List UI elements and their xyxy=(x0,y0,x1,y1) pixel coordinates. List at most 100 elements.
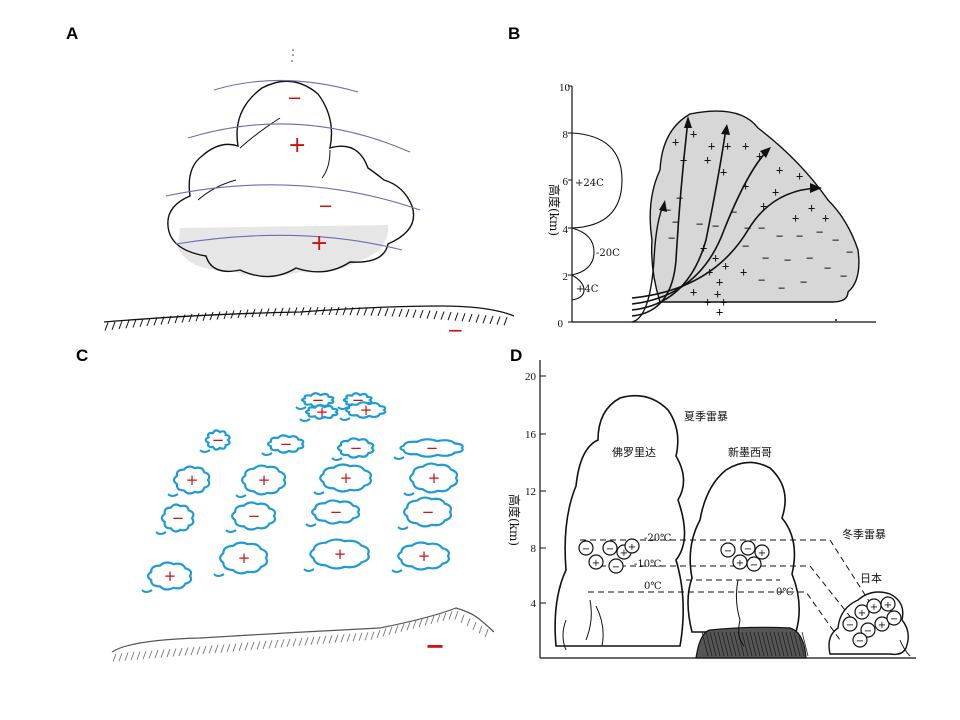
charge-blob xyxy=(880,596,896,612)
panel-b-temp-label: +24C xyxy=(575,178,604,189)
panel-d-lightning xyxy=(899,639,911,657)
plus-mark: + xyxy=(796,169,803,183)
small-cloud-charge: − xyxy=(422,503,435,521)
small-cloud-charge: + xyxy=(418,547,431,565)
panel-b-temp-label: -20C xyxy=(596,248,620,259)
ground-hatch-mark xyxy=(196,646,201,655)
minus-mark: − xyxy=(824,261,831,275)
ground-hatch-mark xyxy=(316,636,321,645)
ground-hatch-mark xyxy=(503,317,508,326)
ground-hatch-mark xyxy=(398,308,403,318)
charge-blob-sign: − xyxy=(612,562,620,573)
panel-b-arrowhead xyxy=(810,183,822,193)
plus-mark: + xyxy=(712,251,719,265)
ground-hatch-mark xyxy=(202,645,207,655)
ground-hatch-mark xyxy=(482,315,487,324)
panel-b-y-tick: 6 xyxy=(563,176,569,188)
small-cloud-tail xyxy=(225,529,237,533)
charge-blob xyxy=(852,632,868,648)
ground-hatch-mark xyxy=(358,632,363,641)
ground-hatch-mark xyxy=(226,643,231,653)
small-cloud xyxy=(409,462,459,494)
small-cloud xyxy=(319,463,372,493)
mountain-hatch-mark xyxy=(745,631,753,657)
panel-b-airflow-arrow xyxy=(631,119,689,317)
ground-hatch-mark xyxy=(178,647,183,657)
ground-hatch-mark xyxy=(475,314,480,323)
plus-mark: + xyxy=(706,265,713,279)
panel-a-charge: + xyxy=(310,231,328,256)
ground-hatch-mark xyxy=(274,639,279,649)
ground-hatch-mark xyxy=(244,642,249,651)
charge-blob-sign: + xyxy=(592,558,600,569)
panel-b-storm-cloud xyxy=(649,110,860,303)
charge-blob-sign: + xyxy=(628,542,636,553)
ground-hatch-mark xyxy=(356,307,361,316)
mountain-hatch-mark xyxy=(797,631,805,657)
ground-hatch-mark xyxy=(230,310,235,319)
small-cloud-tail xyxy=(331,457,343,461)
minus-mark: − xyxy=(730,205,737,219)
small-cloud xyxy=(172,465,211,495)
ground-hatch-mark xyxy=(292,638,297,647)
minus-mark: − xyxy=(832,233,839,247)
mountain-hatch-mark xyxy=(749,631,757,657)
ground-hatch-mark xyxy=(280,639,285,648)
ground-hatch-mark xyxy=(238,642,243,652)
ground-hatch-mark xyxy=(216,311,221,320)
charge-blob xyxy=(602,540,618,556)
ground-hatch-mark xyxy=(310,636,315,645)
plus-mark: + xyxy=(704,295,711,309)
small-cloud-tail xyxy=(403,492,415,496)
small-cloud-tail xyxy=(391,569,403,573)
panel-b-airflow-arrow xyxy=(631,187,819,299)
mountain-hatch-mark xyxy=(781,631,789,657)
small-cloud-tail xyxy=(155,531,167,535)
panel-b-arrowhead xyxy=(684,116,692,128)
minus-mark: − xyxy=(840,269,847,283)
ground-hatch-mark xyxy=(104,322,109,331)
small-cloud-tail xyxy=(261,452,273,456)
charge-blob-sign: − xyxy=(724,546,732,557)
panel-d-isotherm-label: -10℃ xyxy=(634,559,661,570)
plus-mark: + xyxy=(722,259,729,273)
small-cloud-charge: − xyxy=(350,439,363,457)
charge-blob-sign: + xyxy=(858,608,866,619)
minus-mark: − xyxy=(784,253,791,267)
small-cloud xyxy=(231,501,277,531)
panel-d-isotherm-label: -20℃ xyxy=(644,533,671,544)
small-cloud-charge: + xyxy=(238,549,251,567)
ground-hatch-mark xyxy=(195,313,200,322)
ground-hatch-mark xyxy=(442,612,447,621)
ground-hatch-mark xyxy=(314,306,319,316)
ground-hatch-mark xyxy=(146,317,151,327)
plus-mark: + xyxy=(772,185,779,199)
panel-c-clouds: −−++−−−−++++−−−−++++ xyxy=(141,391,464,593)
ground-hatch-mark xyxy=(370,307,375,316)
ground-hatch-mark xyxy=(118,652,123,662)
small-cloud-charge: − xyxy=(172,509,185,527)
mountain-hatch-mark xyxy=(713,631,721,657)
ground-hatch-mark xyxy=(363,307,368,316)
ground-hatch-mark xyxy=(478,625,483,634)
ground-hatch-mark xyxy=(286,307,291,316)
mountain-hatch-mark xyxy=(789,631,797,657)
mountain-hatch-mark xyxy=(729,631,737,657)
charge-blob xyxy=(854,604,870,620)
minus-mark: − xyxy=(758,273,765,287)
ground-hatch-mark xyxy=(440,311,445,320)
panel-d-y-tick: 4 xyxy=(531,598,537,610)
panel-c-ground xyxy=(111,607,495,653)
panel-a-isoline xyxy=(175,234,403,251)
plus-mark: + xyxy=(792,211,799,225)
panel-b-temp-lobe xyxy=(571,274,585,301)
ground-hatch-mark xyxy=(279,307,284,317)
ground-hatch-mark xyxy=(430,615,435,625)
small-cloud xyxy=(304,404,339,420)
mountain-hatch-mark xyxy=(753,631,761,657)
panel-a-charge: + xyxy=(288,133,306,158)
charge-blob-sign: − xyxy=(864,626,872,637)
ground-hatch-mark xyxy=(139,318,144,327)
ground-hatch-mark xyxy=(426,310,431,319)
panel-d-y-tick: 8 xyxy=(531,543,537,555)
